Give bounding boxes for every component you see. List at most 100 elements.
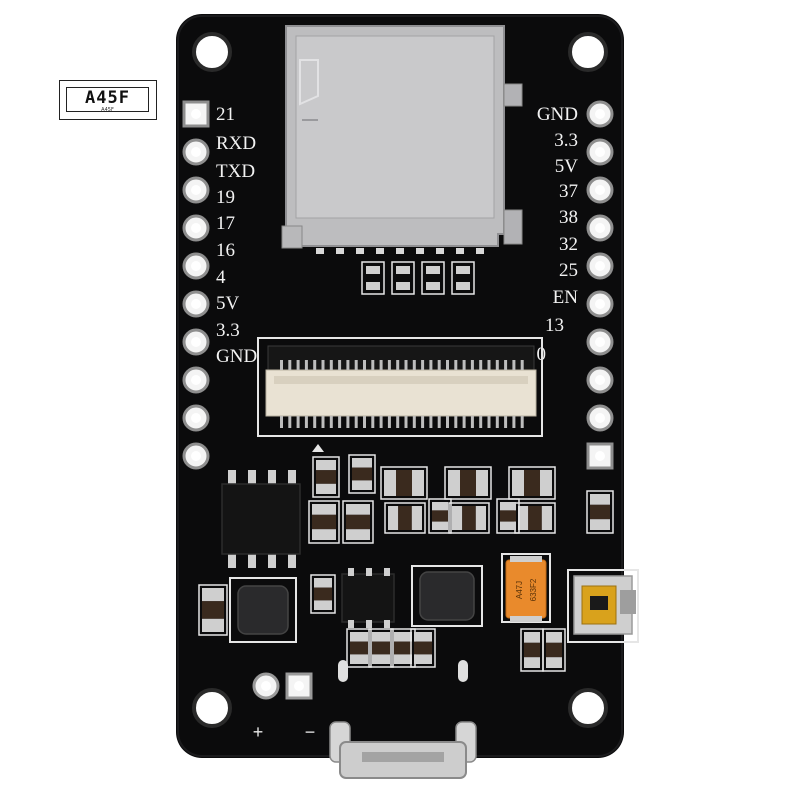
passive-silk <box>384 502 426 534</box>
passive-body <box>314 587 332 601</box>
soic-pin <box>288 470 296 486</box>
sd-contact-pad <box>376 248 384 254</box>
passive-pad <box>352 458 372 468</box>
passive-body <box>352 467 372 481</box>
fpc-pin <box>412 416 416 428</box>
fpc-pin <box>421 360 425 370</box>
passive-body <box>460 470 476 496</box>
header-pin-hole <box>595 337 605 347</box>
camera-fpc-connector <box>257 337 543 452</box>
mounting-holes <box>192 32 608 728</box>
passive-pad <box>475 506 486 530</box>
pin-label-right: EN <box>553 287 579 308</box>
inductor-silk <box>411 565 483 627</box>
passive-body <box>398 506 412 530</box>
pin-label-right: GND <box>537 104 578 125</box>
fpc-silk-outline <box>257 337 543 437</box>
soic-pin <box>248 470 256 486</box>
passive-pad <box>312 504 336 515</box>
passive-pad <box>352 480 372 490</box>
soic-pin <box>248 552 256 568</box>
battery-pads: + − <box>252 672 315 742</box>
fpc-pin <box>412 360 416 370</box>
fpc-pin <box>321 360 325 370</box>
fpc-pin <box>429 416 433 428</box>
fpc-pin <box>446 416 449 428</box>
sd-contact-pad <box>436 248 444 254</box>
resistor-silk <box>451 261 475 295</box>
right-pin-labels: GND 3.3 5V 37 38 32 25 EN 13 0 <box>537 104 579 365</box>
passive-pad <box>346 504 370 515</box>
fpc-pin <box>313 360 317 370</box>
passive-body <box>414 641 432 655</box>
tantalum-body <box>505 559 547 619</box>
fpc-pin <box>363 416 366 428</box>
header-pin-hole <box>191 147 201 157</box>
usb-port-tongue <box>362 752 444 762</box>
pad-hole <box>294 681 304 691</box>
sd-resistor-row <box>361 261 475 295</box>
fpc-pin <box>288 360 292 370</box>
pin-label-right: 5V <box>555 156 579 177</box>
resistor-pad <box>396 266 410 274</box>
resistor-pad <box>456 266 470 274</box>
resistor-pad <box>396 282 410 290</box>
pin-label-left: 16 <box>216 240 235 261</box>
passive-pad <box>412 470 424 496</box>
fpc-pin <box>354 416 358 428</box>
fpc-pin <box>329 416 333 428</box>
pin1-marker-icon <box>312 444 324 452</box>
chip-pin <box>384 620 390 628</box>
pad-hole <box>261 681 271 691</box>
fpc-pin <box>437 416 441 428</box>
sd-slot-face <box>295 35 495 219</box>
passive-pad <box>414 632 432 642</box>
passive-pad <box>314 578 332 588</box>
passive-pad <box>372 632 390 642</box>
fpc-pin <box>371 416 375 428</box>
passive-pad <box>541 506 552 530</box>
passive-body <box>350 641 368 655</box>
fpc-pin <box>520 416 524 428</box>
passive-silk <box>496 498 520 534</box>
fpc-pin <box>346 416 350 428</box>
passive-silk <box>310 574 336 614</box>
pin-label-left: 17 <box>216 213 235 234</box>
sd-contact-pads <box>316 248 484 254</box>
sd-contact-pad <box>476 248 484 254</box>
fpc-pins <box>280 416 524 428</box>
resistor-silk <box>421 261 445 295</box>
fpc-pin <box>504 360 508 370</box>
pin-label-left: 3.3 <box>216 320 240 341</box>
pin-label-right: 3.3 <box>554 130 578 151</box>
passive-pad <box>316 460 336 471</box>
header-pin-hole <box>191 261 201 271</box>
sd-contact-pad <box>316 248 324 254</box>
passive-pad <box>512 470 524 496</box>
resistor-pad <box>366 266 380 274</box>
passive-pad <box>500 502 516 511</box>
tantalum-lead <box>510 556 542 562</box>
passive-body <box>394 641 412 655</box>
fpc-pin <box>454 416 458 428</box>
regulator-chip <box>341 568 395 628</box>
soic-pins <box>228 470 296 568</box>
sd-contact-pad <box>396 248 404 254</box>
pin-label-left: GND <box>216 346 257 367</box>
passive-body <box>462 506 476 530</box>
fpc-pin <box>379 360 383 370</box>
usb-connector[interactable] <box>329 660 477 779</box>
pin-label-left: RXD <box>216 133 256 154</box>
switch-lever <box>620 590 636 614</box>
passive-pad <box>432 502 448 511</box>
passive-pad <box>394 654 412 664</box>
power-switch[interactable] <box>567 569 639 643</box>
passive-pad <box>350 654 368 664</box>
fpc-pin <box>280 360 283 370</box>
header-pin-hole <box>595 413 605 423</box>
passive-body <box>202 601 224 619</box>
passive-pad <box>314 600 332 610</box>
fpc-pin <box>512 360 516 370</box>
passive-silk <box>346 628 372 668</box>
left-pin-labels: 21 RXD TXD 19 17 16 4 5V 3.3 GND <box>216 104 257 367</box>
